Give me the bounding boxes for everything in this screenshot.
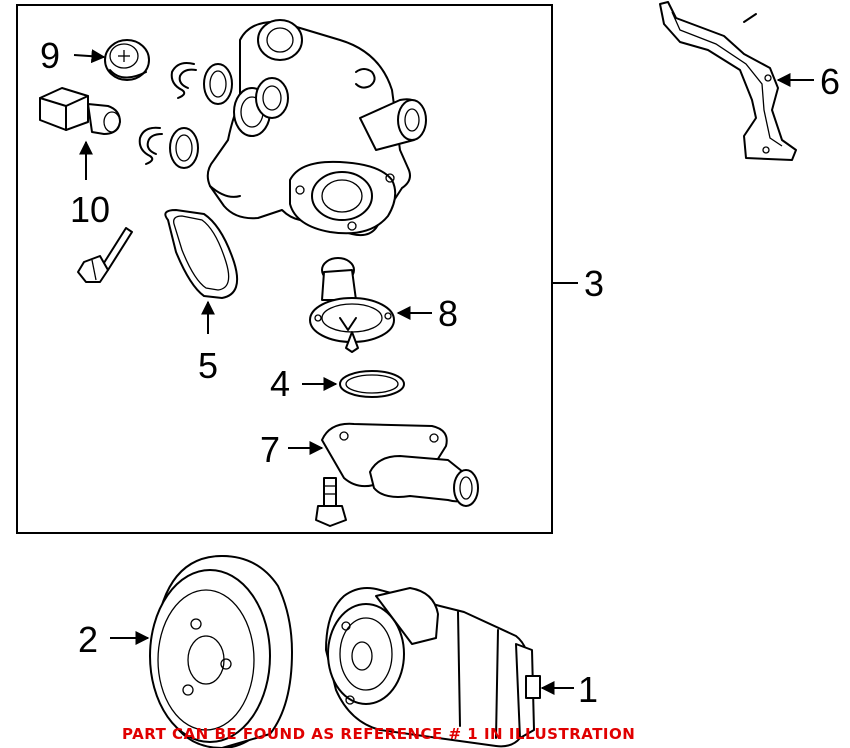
o-ring-upper <box>203 63 233 105</box>
part-6-bracket <box>659 1 797 161</box>
retaining-clip-upper <box>170 62 197 99</box>
arrow-9 <box>73 49 106 64</box>
part-7-water-outlet <box>321 422 479 507</box>
part-10-sensor <box>39 87 121 135</box>
part-8-thermostat <box>309 257 395 353</box>
part-2-pulley <box>149 555 293 748</box>
callout-4: 4 <box>270 363 290 404</box>
callout-3: 3 <box>584 263 604 304</box>
o-ring-lower <box>169 127 199 169</box>
callout-7: 7 <box>260 429 280 470</box>
part-9-plug <box>104 39 150 81</box>
callout-10: 10 <box>70 189 110 230</box>
part-1-water-pump <box>325 587 541 748</box>
thermostat-housing <box>206 19 427 237</box>
bolt-left <box>77 227 133 283</box>
callout-2: 2 <box>78 619 98 660</box>
retaining-clip-lower <box>138 126 163 165</box>
part-5-gasket <box>164 209 238 299</box>
bolt-bottom <box>315 477 347 527</box>
assembly-box <box>16 4 553 534</box>
callout-9: 9 <box>40 35 60 76</box>
callout-5: 5 <box>198 345 218 386</box>
callout-6: 6 <box>820 61 840 102</box>
callout-8: 8 <box>438 293 458 334</box>
callout-1: 1 <box>578 669 598 710</box>
part-4-o-ring <box>339 370 405 398</box>
reference-note: PART CAN BE FOUND AS REFERENCE # 1 IN IL… <box>122 725 635 743</box>
